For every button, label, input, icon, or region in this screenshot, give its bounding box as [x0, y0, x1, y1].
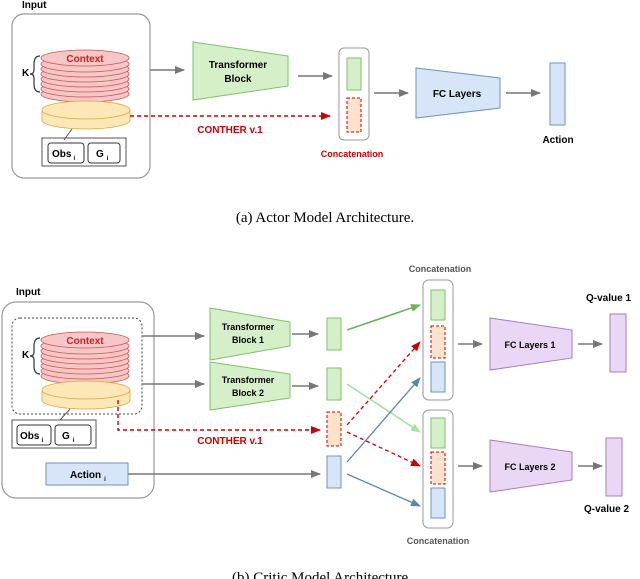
- actor-caption: (a) Actor Model Architecture.: [236, 210, 414, 226]
- actor-transformer-line1: Transformer: [209, 60, 267, 71]
- critic-transformer-block-2: [209, 361, 291, 411]
- critic-concat-top-green: [430, 289, 446, 321]
- critic-concat-bottom-label: Concatenation: [407, 536, 470, 546]
- critic-caption: (b) Critic Model Architecture.: [232, 570, 412, 579]
- critic-concat-top-blue: [430, 361, 446, 393]
- critic-q1-bar: [609, 313, 627, 373]
- critic-arrow-green1-concat-top: [346, 304, 421, 331]
- critic-input-box: [1, 301, 155, 499]
- critic-tb2-line1: Transformer: [222, 375, 275, 385]
- critic-g-box: [54, 424, 92, 446]
- actor-transformer-block: [192, 41, 289, 101]
- actor-action-bar: [549, 62, 566, 126]
- actor-action-label: Action: [542, 135, 573, 146]
- actor-concat-green: [346, 57, 362, 91]
- critic-obs-connector: [59, 408, 71, 421]
- critic-obs-frame: [11, 419, 97, 449]
- critic-concat-bottom-green: [430, 417, 446, 449]
- actor-input-label: Input: [22, 0, 47, 11]
- critic-conther-label: CONTHER v.1: [197, 436, 263, 447]
- critic-tb1-line1: Transformer: [222, 322, 275, 332]
- critic-transformer-block-1: [209, 307, 291, 361]
- critic-arrow-orange-concat-top: [346, 341, 421, 426]
- critic-arrow-blue-concat-bottom: [346, 473, 421, 507]
- actor-input-box: [11, 13, 151, 179]
- critic-context-label: Context: [66, 336, 104, 347]
- actor-conther-label: CONTHER v.1: [197, 125, 263, 136]
- actor-fc-label: FC Layers: [433, 89, 482, 100]
- critic-context-stack: [40, 331, 130, 385]
- critic-obs-disc: [41, 380, 131, 410]
- critic-fc-layers-2: [489, 439, 573, 493]
- critic-concat-top-orange: [430, 325, 446, 359]
- critic-context-dashed-box: [11, 317, 143, 415]
- critic-k-brace: [29, 337, 41, 375]
- critic-bar-green-1: [326, 317, 342, 351]
- actor-context-stack: [40, 49, 130, 103]
- actor-concat-container: [338, 47, 370, 141]
- critic-input-label: Input: [16, 287, 41, 298]
- actor-obs-disc: [41, 100, 131, 130]
- critic-fc-layers-1: [489, 317, 573, 371]
- critic-concat-top-label: Concatenation: [409, 264, 472, 274]
- critic-bar-green-2: [326, 367, 342, 401]
- critic-bar-orange: [326, 411, 342, 447]
- critic-fc2-label: FC Layers 2: [504, 462, 555, 472]
- critic-q1-label: Q-value 1: [586, 293, 631, 304]
- critic-tb2-line2: Block 2: [232, 388, 264, 398]
- actor-obs-box: [47, 142, 85, 164]
- critic-fc1-label: FC Layers 1: [504, 340, 555, 350]
- critic-k-label: K: [22, 350, 30, 361]
- actor-k-brace: [29, 55, 41, 93]
- critic-concat-bottom-blue: [430, 487, 446, 519]
- critic-conther-line: [117, 400, 321, 434]
- critic-concat-top-container: [422, 279, 454, 401]
- actor-obs-frame: [41, 137, 127, 167]
- actor-concat-label: Concatenation: [321, 149, 384, 159]
- critic-obs-box: [16, 424, 52, 446]
- actor-k-label: K: [22, 68, 30, 79]
- actor-concat-orange: [346, 97, 362, 133]
- actor-fc-layers: [415, 67, 501, 119]
- critic-tb1-line2: Block 1: [232, 335, 264, 345]
- critic-q2-bar: [605, 437, 623, 497]
- critic-concat-bottom-container: [422, 409, 454, 529]
- actor-context-label: Context: [66, 54, 104, 65]
- actor-g-box: [87, 142, 121, 164]
- critic-arrow-blue-concat-top: [346, 377, 421, 463]
- actor-transformer-line2: Block: [224, 74, 252, 85]
- critic-bar-blue: [326, 455, 342, 489]
- critic-concat-bottom-orange: [430, 451, 446, 485]
- critic-q2-label: Q-value 2: [584, 504, 629, 515]
- critic-arrow-green2-concat-bottom: [346, 383, 421, 433]
